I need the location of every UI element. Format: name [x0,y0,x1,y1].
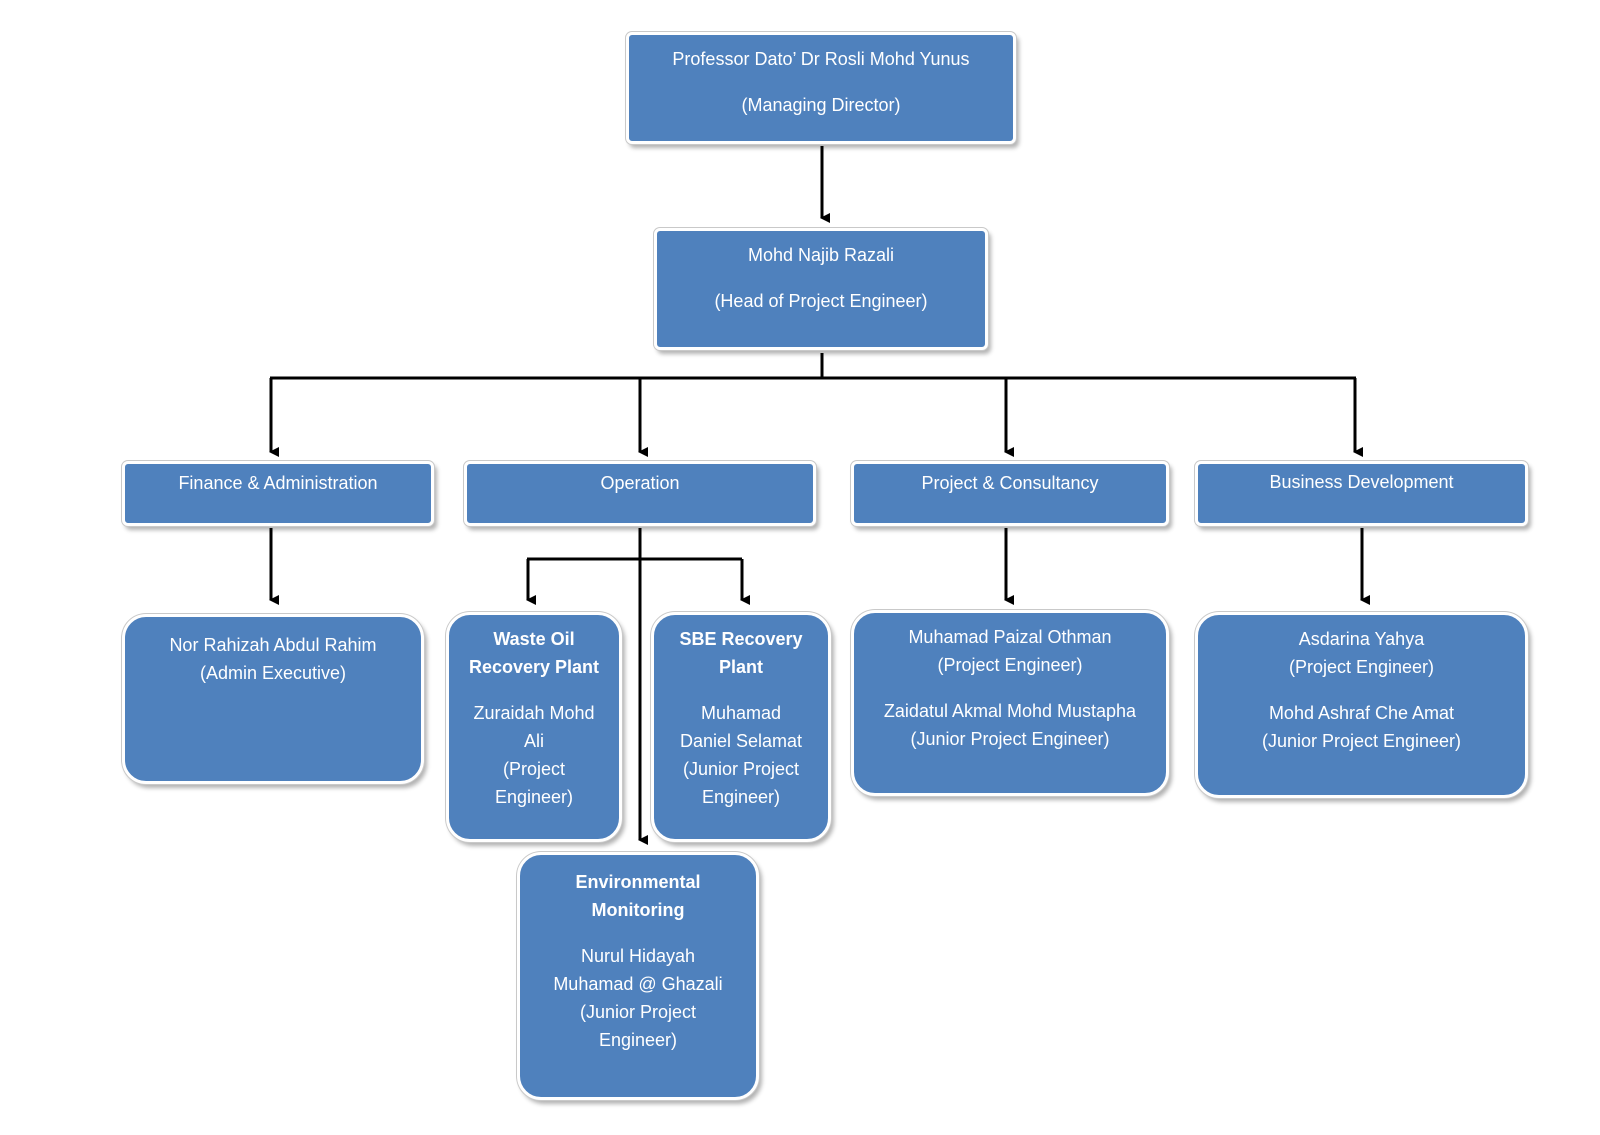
finance-staff-role: (Admin Executive) [199,663,347,683]
project-staff-role2: (Junior Project Engineer) [910,729,1110,749]
environmental-role-line2: Engineer) [598,1030,678,1050]
waste-oil-role-line2: Engineer) [494,787,574,807]
finance-staff-box: Nor Rahizah Abdul Rahim (Admin Executive… [122,614,424,784]
environmental-title-line1: Environmental [575,872,701,892]
project-staff-name1: Muhamad Paizal Othman [908,627,1112,647]
business-staff-name2: Mohd Ashraf Che Amat [1268,703,1455,723]
environmental-box: Environmental Monitoring Nurul Hidayah M… [517,852,759,1100]
waste-oil-title-line1: Waste Oil [493,629,575,649]
business-staff-role2: (Junior Project Engineer) [1261,731,1462,751]
environmental-role-line1: (Junior Project [579,1002,697,1022]
waste-oil-box: Waste Oil Recovery Plant Zuraidah Mohd A… [446,612,622,842]
managing-director-role: (Managing Director) [741,95,901,115]
department-operation: Operation [464,461,816,526]
finance-staff-name: Nor Rahizah Abdul Rahim [169,635,377,655]
project-staff-role1: (Project Engineer) [937,655,1083,675]
head-role: (Head of Project Engineer) [714,291,928,311]
department-finance: Finance & Administration [122,461,434,526]
business-staff-box: Asdarina Yahya (Project Engineer) Mohd A… [1195,612,1528,798]
sbe-title-line1: SBE Recovery [679,629,803,649]
sbe-box: SBE Recovery Plant Muhamad Daniel Selama… [651,612,831,842]
department-business: Business Development [1195,461,1528,526]
environmental-name-line1: Nurul Hidayah [580,946,696,966]
sbe-name-line2: Daniel Selamat [679,731,803,751]
waste-oil-name-line2: Ali [523,731,544,751]
environmental-title-line2: Monitoring [591,900,685,920]
project-staff-name2: Zaidatul Akmal Mohd Mustapha [883,701,1137,721]
managing-director-box: Professor Dato’ Dr Rosli Mohd Yunus (Man… [626,32,1016,144]
department-business-label: Business Development [1269,472,1454,492]
department-operation-label: Operation [600,473,680,493]
business-staff-role1: (Project Engineer) [1288,657,1435,677]
waste-oil-title-line2: Recovery Plant [468,657,600,677]
waste-oil-name-line1: Zuraidah Mohd [473,703,595,723]
managing-director-name: Professor Dato’ Dr Rosli Mohd Yunus [672,49,970,69]
department-project-label: Project & Consultancy [921,473,1099,493]
sbe-role-line1: (Junior Project [682,759,800,779]
head-name: Mohd Najib Razali [747,245,895,265]
waste-oil-role-line1: (Project [502,759,565,779]
project-staff-box: Muhamad Paizal Othman (Project Engineer)… [851,610,1169,796]
sbe-title-line2: Plant [718,657,763,677]
department-finance-label: Finance & Administration [178,473,378,493]
head-box: Mohd Najib Razali (Head of Project Engin… [654,228,988,350]
business-staff-name1: Asdarina Yahya [1298,629,1425,649]
sbe-name-line1: Muhamad [700,703,782,723]
environmental-name-line2: Muhamad @ Ghazali [553,974,723,994]
sbe-role-line2: Engineer) [701,787,781,807]
department-project: Project & Consultancy [851,461,1169,526]
